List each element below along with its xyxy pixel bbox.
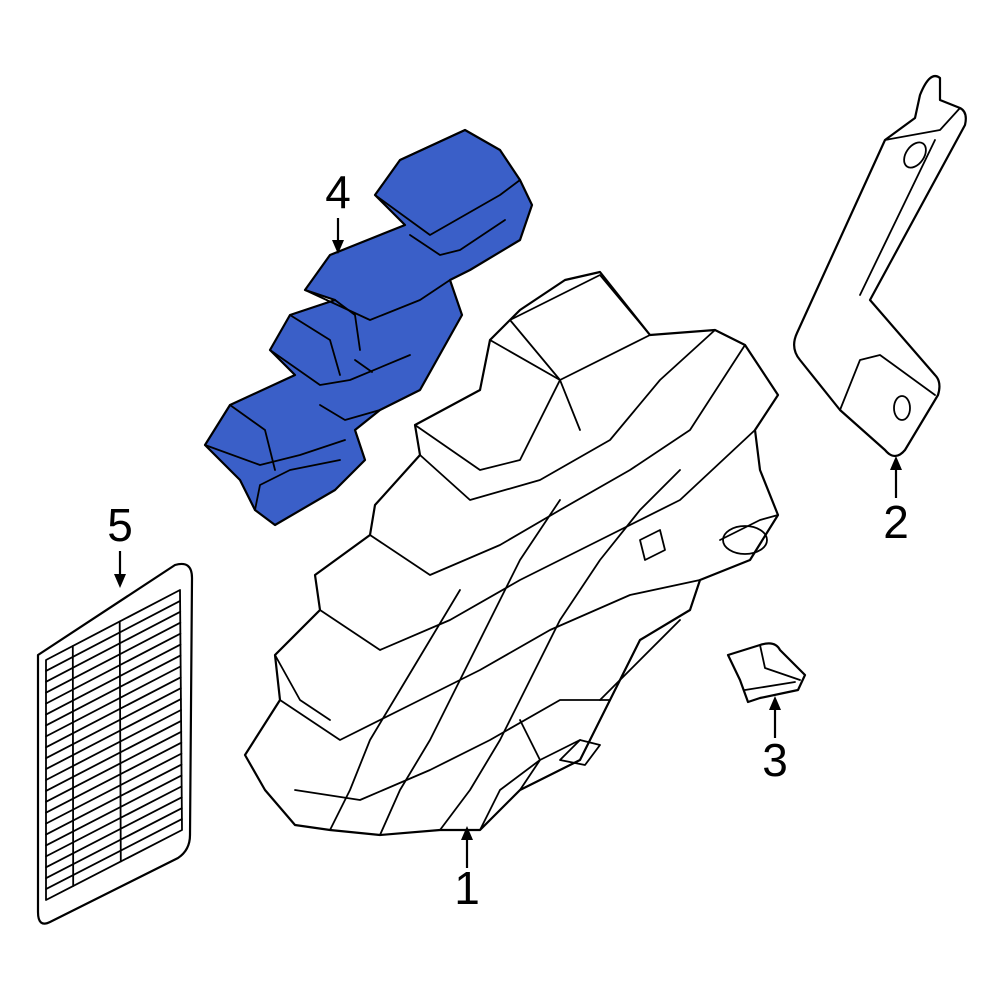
- part-4-relay-block[interactable]: [203, 128, 534, 527]
- callout-3: 3: [762, 696, 788, 786]
- part-3-clip[interactable]: [726, 642, 807, 704]
- label-grid-row: [45, 687, 182, 760]
- callout-2: 2: [883, 456, 909, 548]
- label-grid-row: [45, 752, 183, 825]
- label-grid-row: [45, 600, 181, 672]
- label-grid-row: [45, 785, 183, 858]
- callout-label-2: 2: [883, 496, 909, 548]
- callout-label-3: 3: [762, 734, 788, 786]
- label-grid-row: [45, 643, 182, 716]
- callout-4: 4: [325, 166, 351, 254]
- label-grid-row: [45, 774, 183, 847]
- label-grid-row: [45, 796, 183, 869]
- label-grid-row: [45, 665, 182, 738]
- label-grid-row: [45, 709, 182, 781]
- label-grid-row: [45, 720, 182, 792]
- callout-label-4: 4: [325, 166, 351, 218]
- label-grid-row: [45, 818, 183, 890]
- part-5-label-sheet[interactable]: [36, 562, 194, 925]
- callout-label-5: 5: [107, 499, 133, 551]
- label-grid-row: [45, 621, 182, 694]
- callout-1: 1: [454, 826, 480, 914]
- label-grid-row: [45, 632, 182, 705]
- label-grid-row: [45, 763, 183, 836]
- label-grid-row: [45, 741, 183, 814]
- label-grid-row: [45, 654, 182, 727]
- label-grid-row: [45, 730, 183, 803]
- label-grid-row: [45, 807, 183, 880]
- callout-5: 5: [107, 499, 133, 588]
- label-grid-row: [45, 698, 182, 770]
- part-2-bracket[interactable]: [793, 74, 967, 458]
- callout-label-1: 1: [454, 862, 480, 914]
- label-grid-row: [45, 676, 182, 749]
- label-grid-row: [45, 610, 182, 683]
- label-grid-column: [118, 620, 122, 863]
